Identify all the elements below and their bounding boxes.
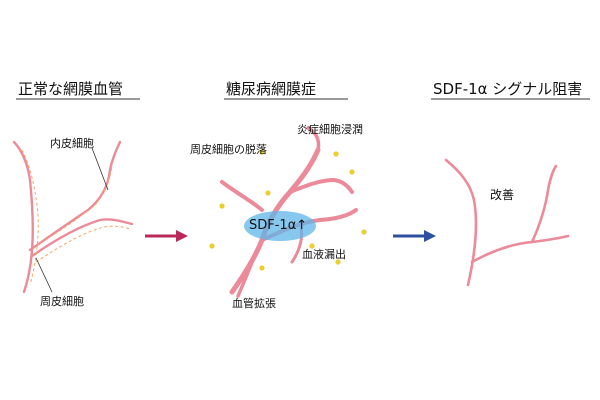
inflammatory-cell xyxy=(209,243,215,249)
leader-endothelial xyxy=(91,147,109,191)
inflammatory-cell xyxy=(309,243,315,249)
leader-pericyte xyxy=(35,257,53,293)
inflammatory-cell xyxy=(361,229,367,235)
label-pericyte-loss: 周皮細胞の脱落 xyxy=(190,143,267,156)
normal-vessel-branch-a xyxy=(28,140,122,252)
normal-vessel-branch-b xyxy=(30,218,134,258)
improved-vessel-branch xyxy=(470,234,570,264)
diabetic-vessel-branch-top xyxy=(306,126,321,152)
sdf-elevation-ellipse xyxy=(244,211,316,241)
title-diabetic-retinopathy: 糖尿病網膜症 xyxy=(226,80,317,98)
inflammatory-cell xyxy=(265,190,271,196)
label-sdf-elevated: SDF-1α↑ xyxy=(249,218,308,233)
diabetic-vessel-branch-bottom xyxy=(236,250,258,298)
normal-vessel-trunk xyxy=(12,140,35,294)
normal-vessel-group xyxy=(12,140,134,294)
inflammatory-cell xyxy=(335,259,341,265)
arrow-right-icon xyxy=(393,230,436,242)
improved-vessel-branch-up xyxy=(530,164,558,244)
inflammatory-cell xyxy=(259,265,265,271)
label-inflammatory-infiltration: 炎症細胞浸潤 xyxy=(297,123,363,136)
inflammatory-cell xyxy=(349,169,355,175)
normal-pericyte-2 xyxy=(35,165,113,247)
title-normal-vessels: 正常な網膜血管 xyxy=(18,80,124,98)
inflammatory-cells xyxy=(209,149,367,271)
improved-vessel-group xyxy=(444,158,570,287)
arrow-right-icon xyxy=(145,230,188,242)
improved-vessel-trunk xyxy=(444,158,478,287)
normal-pericyte-3 xyxy=(35,225,131,263)
inflammatory-cell xyxy=(259,149,265,155)
diabetic-vessel-branch-right xyxy=(288,178,354,194)
label-endothelial-cell: 内皮細胞 xyxy=(50,137,94,150)
inflammatory-cell xyxy=(333,151,339,157)
label-blood-leakage: 血液漏出 xyxy=(302,248,346,261)
label-improvement: 改善 xyxy=(490,188,515,202)
normal-pericyte-1 xyxy=(21,149,39,286)
label-pericyte: 周皮細胞 xyxy=(40,295,84,308)
diabetic-vessel-branch-left xyxy=(220,180,264,212)
inflammatory-cell xyxy=(219,203,225,209)
label-vasodilation: 血管拡張 xyxy=(232,297,276,310)
title-sdf-inhibition: SDF-1α シグナル阻害 xyxy=(433,80,583,98)
